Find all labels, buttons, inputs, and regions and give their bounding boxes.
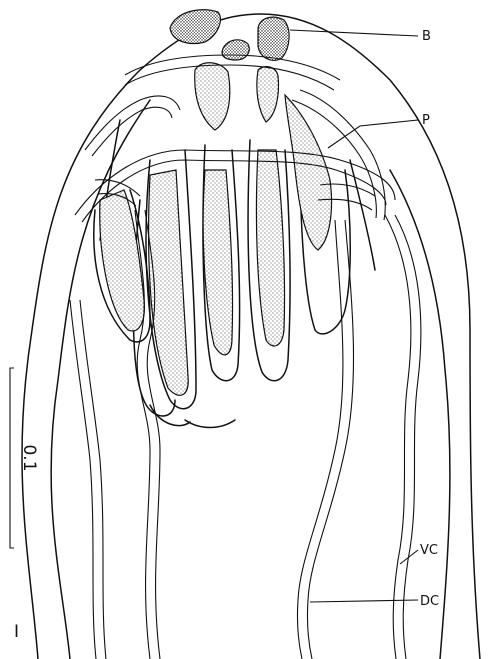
label-b: B [422, 29, 431, 44]
label-p: P [422, 113, 430, 128]
figure-number: I [14, 622, 19, 642]
leader-lines [290, 30, 418, 602]
label-vc: VC [420, 543, 438, 558]
label-dc: DC [420, 594, 439, 609]
scale-bar-label: 0.1 [19, 444, 39, 471]
scale-bar [10, 368, 14, 548]
